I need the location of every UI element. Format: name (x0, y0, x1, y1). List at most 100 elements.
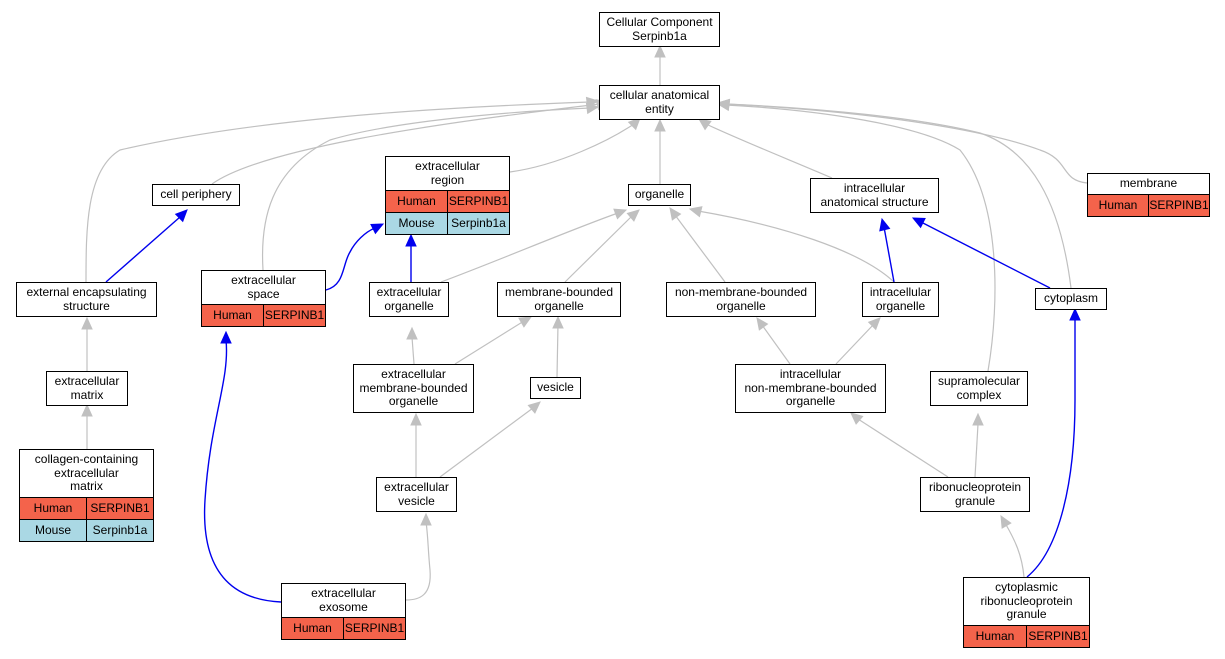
arrowhead (81, 403, 93, 417)
species-label: Human (20, 497, 87, 519)
arrowhead (420, 512, 432, 526)
node-label: cytoplasm (1043, 291, 1099, 305)
node-label: organelle (634, 187, 685, 201)
arrowhead (716, 99, 731, 112)
species-label: Human (964, 625, 1027, 647)
species-label: Mouse (386, 213, 448, 234)
species-label: Human (386, 191, 448, 212)
edge-extracellular_matrix-to-external_encapsulating_structure (81, 316, 93, 371)
arrowhead (850, 412, 864, 425)
arrowhead (911, 217, 926, 229)
node-cytoplasm[interactable]: cytoplasm (1035, 288, 1107, 310)
arrowhead (585, 102, 600, 115)
edge-extracellular_exosome-to-extracellular_vesicle (405, 512, 432, 601)
edge-extracellular_space-to-extracellular_region (325, 223, 385, 291)
node-cell-periphery[interactable]: cell periphery (152, 184, 240, 206)
edge-intracellular_organelle-to-organelle (688, 206, 895, 283)
arrowhead (174, 209, 188, 223)
edge-collagen_containing_extracellular_matrix-to-extracellular_matrix (81, 403, 93, 449)
gene-label: SERPINB1 (1149, 197, 1209, 212)
edge-extracellular_region-to-cellular_anatomical_entity (509, 117, 641, 173)
arrowhead (1000, 514, 1012, 529)
species-label: Human (1088, 194, 1149, 216)
edge-cytoplasmic_ribonucleoprotein_granule-to-ribonucleoprotein_granule (1000, 514, 1025, 578)
edge-ribonucleoprotein_granule-to-supramolecular_complex (972, 412, 984, 478)
arrowhead (527, 401, 541, 414)
node-vesicle[interactable]: vesicle (530, 377, 581, 399)
annotation-mouse: Mouse Serpinb1a (386, 212, 509, 234)
edge-extracellular_membrane_bounded_organelle-to-membrane_bounded_organelle (454, 316, 533, 365)
edge-intracellular_anatomical_structure-to-cellular_anatomical_entity (698, 118, 833, 179)
arrowhead (879, 217, 891, 232)
gene-label: Serpinb1a (92, 522, 148, 537)
arrowhead (626, 209, 640, 222)
arrowhead (654, 44, 666, 58)
arrowhead (552, 315, 564, 329)
node-label: cell periphery (160, 187, 232, 201)
edge-ribonucleoprotein_granule-to-intracellular_non_membrane_bounded_organelle (850, 412, 949, 478)
arrowhead (410, 412, 422, 426)
arrowhead (756, 317, 769, 331)
arrowhead (406, 326, 418, 340)
gene-label: SERPINB1 (90, 500, 150, 515)
edge-organelle-to-cellular_anatomical_entity (654, 118, 666, 184)
edge-extracellular_organelle-to-organelle (440, 208, 628, 283)
arrowhead (698, 118, 712, 131)
arrowhead (1069, 307, 1081, 321)
edge-non_membrane_bounded_organelle-to-organelle (669, 207, 726, 283)
node-organelle[interactable]: organelle (628, 184, 691, 206)
edge-cytoplasm-to-intracellular_anatomical_structure (911, 217, 1051, 289)
node-membrane[interactable]: membrane Human SERPINB1 (1087, 173, 1210, 217)
edge-intracellular_organelle-to-intracellular_anatomical_structure (879, 217, 895, 283)
annotation-human: Human SERPINB1 (20, 496, 153, 519)
node-label: membrane (1119, 176, 1178, 190)
arrowhead (81, 316, 93, 330)
arrowhead (669, 207, 682, 221)
edge-external_encapsulating_structure-to-cell_periphery (105, 209, 188, 283)
node-label: vesicle (537, 380, 574, 394)
annotation-mouse: Mouse Serpinb1a (20, 518, 153, 541)
edge-extracellular_membrane_bounded_organelle-to-extracellular_organelle (406, 326, 418, 365)
annotation-human: Human SERPINB1 (386, 190, 509, 212)
edge-vesicle-to-membrane_bounded_organelle (552, 315, 564, 378)
arrowhead (220, 330, 232, 344)
species-label: Human (282, 618, 344, 639)
edge-extracellular_exosome-to-extracellular_space (1026, 307, 1081, 578)
edge-extracellular_vesicle-to-vesicle (439, 401, 541, 478)
